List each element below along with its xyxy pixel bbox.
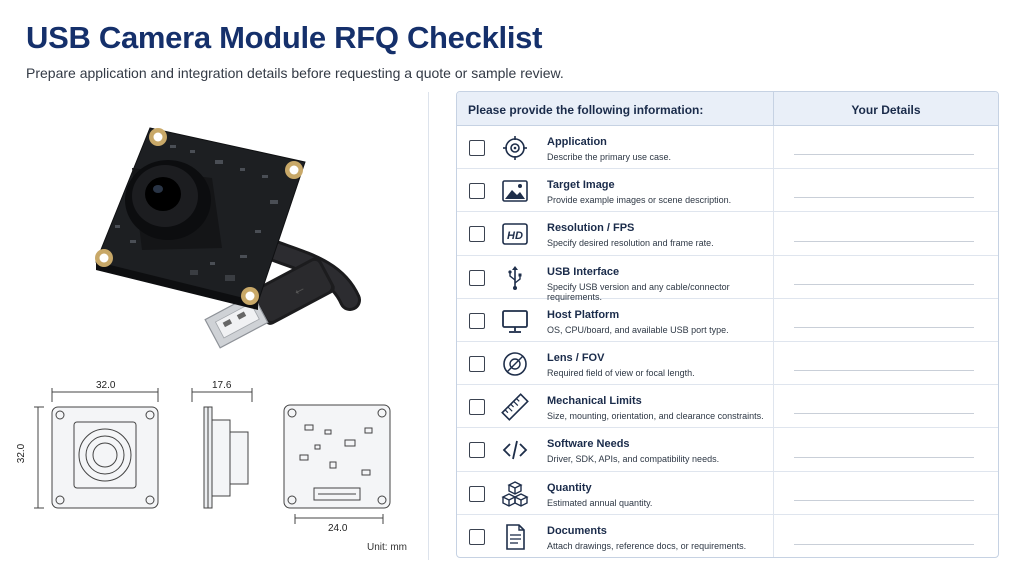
row-description: Specify desired resolution and frame rat… [547, 238, 714, 249]
checkbox-usb-interface[interactable] [469, 269, 485, 286]
details-field-usb-interface[interactable] [774, 256, 998, 298]
row-description: Estimated annual quantity. [547, 497, 653, 508]
table-row-application: Application Describe the primary use cas… [457, 126, 998, 170]
ruler-icon [501, 393, 529, 421]
row-description: Size, mounting, orientation, and clearan… [547, 411, 764, 422]
camera-module-illustration: ⭠ [34, 127, 391, 524]
unit-label: Unit: mm [367, 542, 407, 553]
table-row-host-platform: Host Platform OS, CPU/board, and availab… [457, 298, 998, 342]
back-width-dimension: 24.0 [328, 523, 348, 534]
checkbox-host-platform[interactable] [469, 312, 485, 329]
usb-icon [508, 265, 522, 290]
row-title: Application [547, 136, 607, 148]
depth-dimension: 17.6 [212, 380, 232, 391]
row-title: Documents [547, 524, 607, 537]
checkbox-resolution[interactable] [469, 226, 485, 243]
row-title: Software Needs [547, 438, 630, 451]
row-description: Attach drawings, reference docs, or requ… [547, 540, 747, 551]
checkbox-application[interactable] [469, 140, 485, 156]
monitor-icon [502, 309, 528, 333]
row-title: Target Image [547, 179, 615, 192]
details-field-lens-fov[interactable] [774, 342, 998, 384]
row-title: Resolution / FPS [547, 222, 635, 235]
checkbox-mechanical-limits[interactable] [469, 399, 485, 416]
details-field-quantity[interactable] [774, 472, 998, 514]
row-description: OS, CPU/board, and available USB port ty… [547, 324, 729, 335]
details-field-documents[interactable] [774, 515, 998, 557]
table-row-documents: Documents Attach drawings, reference doc… [457, 514, 998, 557]
page-subtitle: Prepare application and integration deta… [26, 65, 564, 81]
panel-divider [428, 92, 429, 560]
row-description: Required field of view or focal length. [547, 367, 695, 378]
checkbox-target-image[interactable] [469, 183, 485, 200]
code-icon [502, 441, 528, 460]
column-header-details: Your Details [851, 103, 921, 117]
document-icon [506, 523, 525, 550]
row-description: Driver, SDK, APIs, and compatibility nee… [547, 454, 720, 465]
table-row-software-needs: Software Needs Driver, SDK, APIs, and co… [457, 428, 998, 472]
details-field-target-image[interactable] [774, 169, 998, 211]
row-title: Lens / FOV [547, 351, 605, 364]
table-header: Please provide the following information… [457, 92, 998, 126]
checkbox-documents[interactable] [469, 528, 485, 545]
row-title: Host Platform [547, 308, 620, 321]
row-title: Quantity [547, 481, 592, 494]
table-row-mechanical-limits: Mechanical Limits Size, mounting, orient… [457, 385, 998, 429]
checkbox-lens-fov[interactable] [469, 355, 485, 372]
row-title: Mechanical Limits [547, 395, 642, 408]
page-title: USB Camera Module RFQ Checklist [26, 20, 543, 55]
image-icon [502, 180, 528, 202]
details-field-mechanical-limits[interactable] [774, 385, 998, 427]
width-dimension: 32.0 [96, 380, 116, 391]
svg-text:HD: HD [507, 230, 523, 242]
boxes-icon [501, 480, 529, 507]
details-field-software-needs[interactable] [774, 428, 998, 470]
column-header-info: Please provide the following information… [457, 92, 774, 125]
row-title: USB Interface [547, 265, 620, 278]
hd-icon: HD [502, 223, 528, 246]
details-field-resolution[interactable] [774, 212, 998, 254]
row-description: Describe the primary use case. [547, 152, 672, 162]
checkbox-quantity[interactable] [469, 485, 485, 502]
details-field-host-platform[interactable] [774, 299, 998, 341]
target-icon [503, 136, 527, 160]
lens-icon [503, 352, 527, 376]
checkbox-software-needs[interactable] [469, 442, 485, 459]
table-row-usb-interface: USB Interface Specify USB version and an… [457, 255, 998, 302]
table-row-lens-fov: Lens / FOV Required field of view or foc… [457, 341, 998, 386]
table-row-quantity: Quantity Estimated annual quantity. [457, 471, 998, 515]
height-dimension: 32.0 [16, 443, 28, 464]
row-description: Specify USB version and any cable/connec… [547, 281, 730, 302]
table-row-target-image: Target Image Provide example images or s… [457, 169, 998, 213]
details-field-application[interactable] [774, 126, 998, 168]
row-description: Provide example images or scene descript… [547, 195, 732, 206]
table-row-resolution: HD Resolution / FPS Specify desired reso… [457, 212, 998, 256]
rfq-checklist-table: Please provide the following information… [456, 91, 999, 558]
